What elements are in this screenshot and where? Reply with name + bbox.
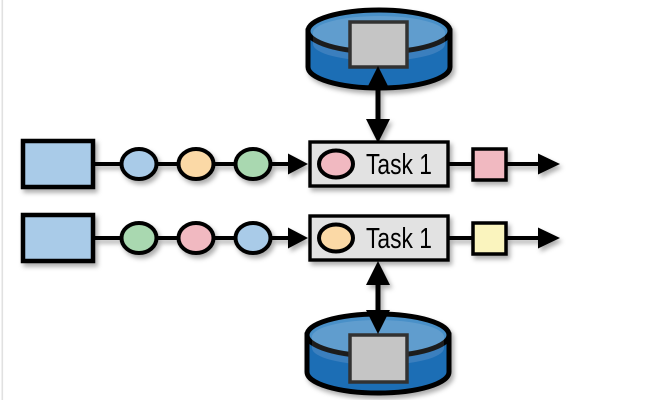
arrowhead-right-icon	[288, 227, 308, 249]
source-box	[20, 138, 96, 190]
flow-arrow	[270, 153, 308, 175]
state-square	[348, 333, 409, 384]
arrowhead-right-icon	[288, 153, 308, 175]
output-arrow	[506, 227, 560, 249]
pipeline-2: Task 1	[20, 212, 560, 264]
arrowhead-down-icon	[366, 310, 390, 334]
flow-arrow	[270, 227, 308, 249]
left-edge-artifact	[1, 0, 4, 400]
event-ellipse-2	[176, 221, 216, 255]
arrowhead-right-icon	[538, 227, 560, 249]
arrowhead-up-icon	[366, 261, 390, 285]
event-ellipse-3	[233, 147, 273, 181]
output-arrow	[506, 153, 560, 175]
event-ellipse-3	[233, 221, 273, 255]
output-square	[471, 221, 508, 256]
state-store-top	[305, 7, 453, 143]
pipeline-1: Task 1	[20, 138, 560, 190]
state-square	[348, 20, 409, 69]
task-marker-ellipse	[317, 222, 355, 254]
bidirectional-arrow-top	[366, 66, 390, 143]
arrowhead-up-icon	[366, 66, 390, 90]
output-square	[471, 147, 508, 182]
event-ellipse-1	[119, 221, 159, 255]
event-ellipse-1	[119, 147, 159, 181]
task-label: Task 1	[366, 149, 432, 181]
task-label: Task 1	[366, 223, 432, 255]
event-ellipse-2	[176, 147, 216, 181]
source-box	[20, 212, 96, 264]
arrowhead-right-icon	[538, 153, 560, 175]
arrowhead-down-icon	[366, 119, 390, 143]
task-marker-ellipse	[317, 148, 355, 180]
bidirectional-arrow-bottom	[366, 261, 390, 334]
state-store-bottom	[304, 261, 452, 396]
